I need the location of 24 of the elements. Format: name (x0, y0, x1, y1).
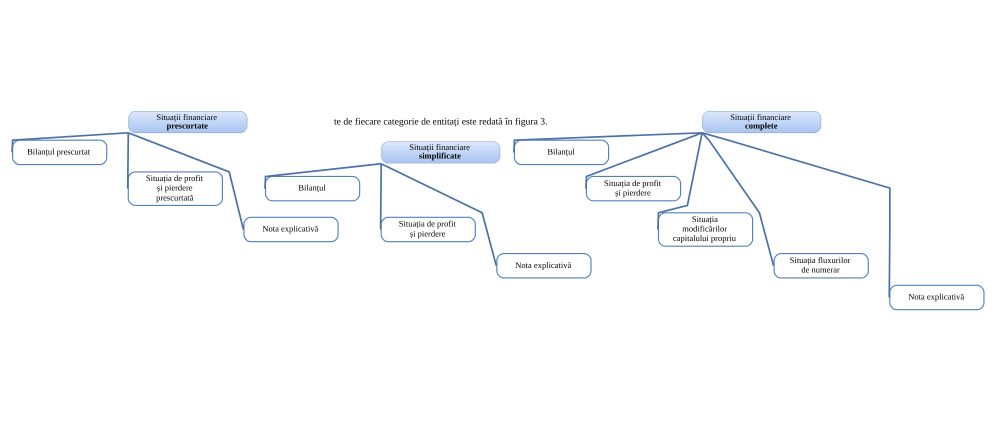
node-box: Bilanțul (514, 140, 610, 166)
node-box: Situația de profit și pierdere (380, 216, 476, 242)
node-box: Nota explicativă (889, 284, 985, 310)
node-box: Nota explicativă (496, 253, 592, 279)
node-box: Situații financiare prescurtate (128, 110, 248, 134)
node-box: Bilanțul (264, 176, 360, 202)
connector (126, 132, 130, 189)
label: te de fiecare categorie de entitați este redată în figura 3. (334, 116, 548, 128)
connector (264, 162, 382, 189)
node-box: Bilanțul prescurtat (12, 140, 108, 166)
node-box: Nota explicativă (243, 216, 339, 242)
node-box: Situația fluxurilor de numerar (774, 253, 869, 279)
node-box: Situații financiare complete (702, 110, 822, 134)
node-box: Situația de profit și pierdere (586, 176, 682, 202)
connector (513, 132, 702, 152)
connector (702, 132, 774, 266)
node-box: Situația modificărilor capitalului propriu (658, 212, 754, 247)
connector (380, 164, 382, 230)
node-box: Situația de profit și pierdere prescurtată (128, 171, 223, 206)
node-box: Situații financiare simplificate (381, 141, 500, 164)
connector (380, 162, 498, 266)
connector (11, 132, 128, 152)
connector (657, 132, 703, 230)
connector (702, 132, 891, 298)
